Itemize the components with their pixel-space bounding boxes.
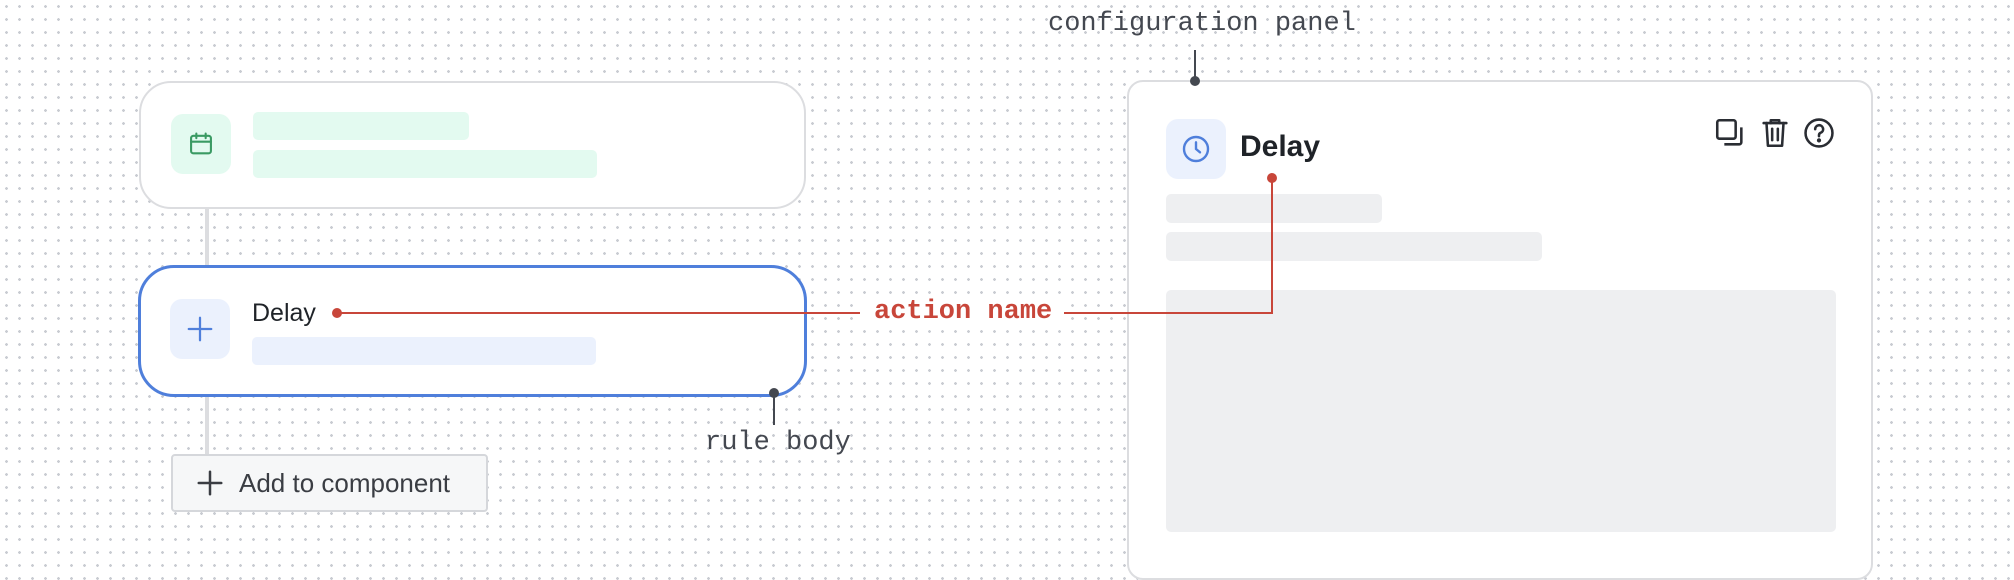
panel-line-placeholder-1 (1166, 194, 1382, 223)
trigger-title-placeholder (253, 112, 469, 140)
help-icon[interactable] (1802, 116, 1836, 150)
configuration-panel-annotation: configuration panel (1048, 9, 1356, 39)
calendar-icon (190, 132, 212, 155)
add-to-component-button[interactable]: Add to component (171, 454, 488, 512)
copy-icon[interactable] (1713, 116, 1747, 150)
trigger-icon-tile (171, 114, 231, 174)
action-name-annotation: action name (862, 297, 1065, 327)
flow-connector-bottom (205, 397, 209, 454)
configuration-panel (1127, 80, 1873, 580)
flow-connector-top (205, 209, 209, 265)
delay-action-card[interactable] (138, 265, 807, 397)
rule-body-annotation: rule body (705, 428, 851, 458)
trash-icon[interactable] (1758, 116, 1792, 150)
add-to-component-label: Add to component (239, 467, 451, 498)
clock-icon (1182, 135, 1210, 163)
trigger-subtitle-placeholder (253, 150, 597, 178)
panel-title: Delay (1240, 130, 1321, 163)
action-name-label: Delay (252, 299, 316, 327)
rule-body-anchor (769, 388, 779, 398)
panel-line-placeholder-2 (1166, 232, 1542, 261)
panel-icon-tile (1166, 119, 1226, 179)
action-name-leader-right (1055, 178, 1273, 314)
plus-icon (197, 470, 223, 496)
configuration-panel-anchor (1190, 76, 1200, 86)
plus-icon (187, 316, 213, 342)
delay-subtitle-placeholder (252, 337, 596, 365)
annotation-lines (332, 50, 1277, 425)
panel-body-placeholder (1166, 290, 1836, 532)
trigger-card[interactable] (139, 81, 806, 209)
delay-icon-tile (170, 299, 230, 359)
action-name-anchor-card (332, 308, 342, 318)
action-name-anchor-panel (1267, 173, 1277, 183)
